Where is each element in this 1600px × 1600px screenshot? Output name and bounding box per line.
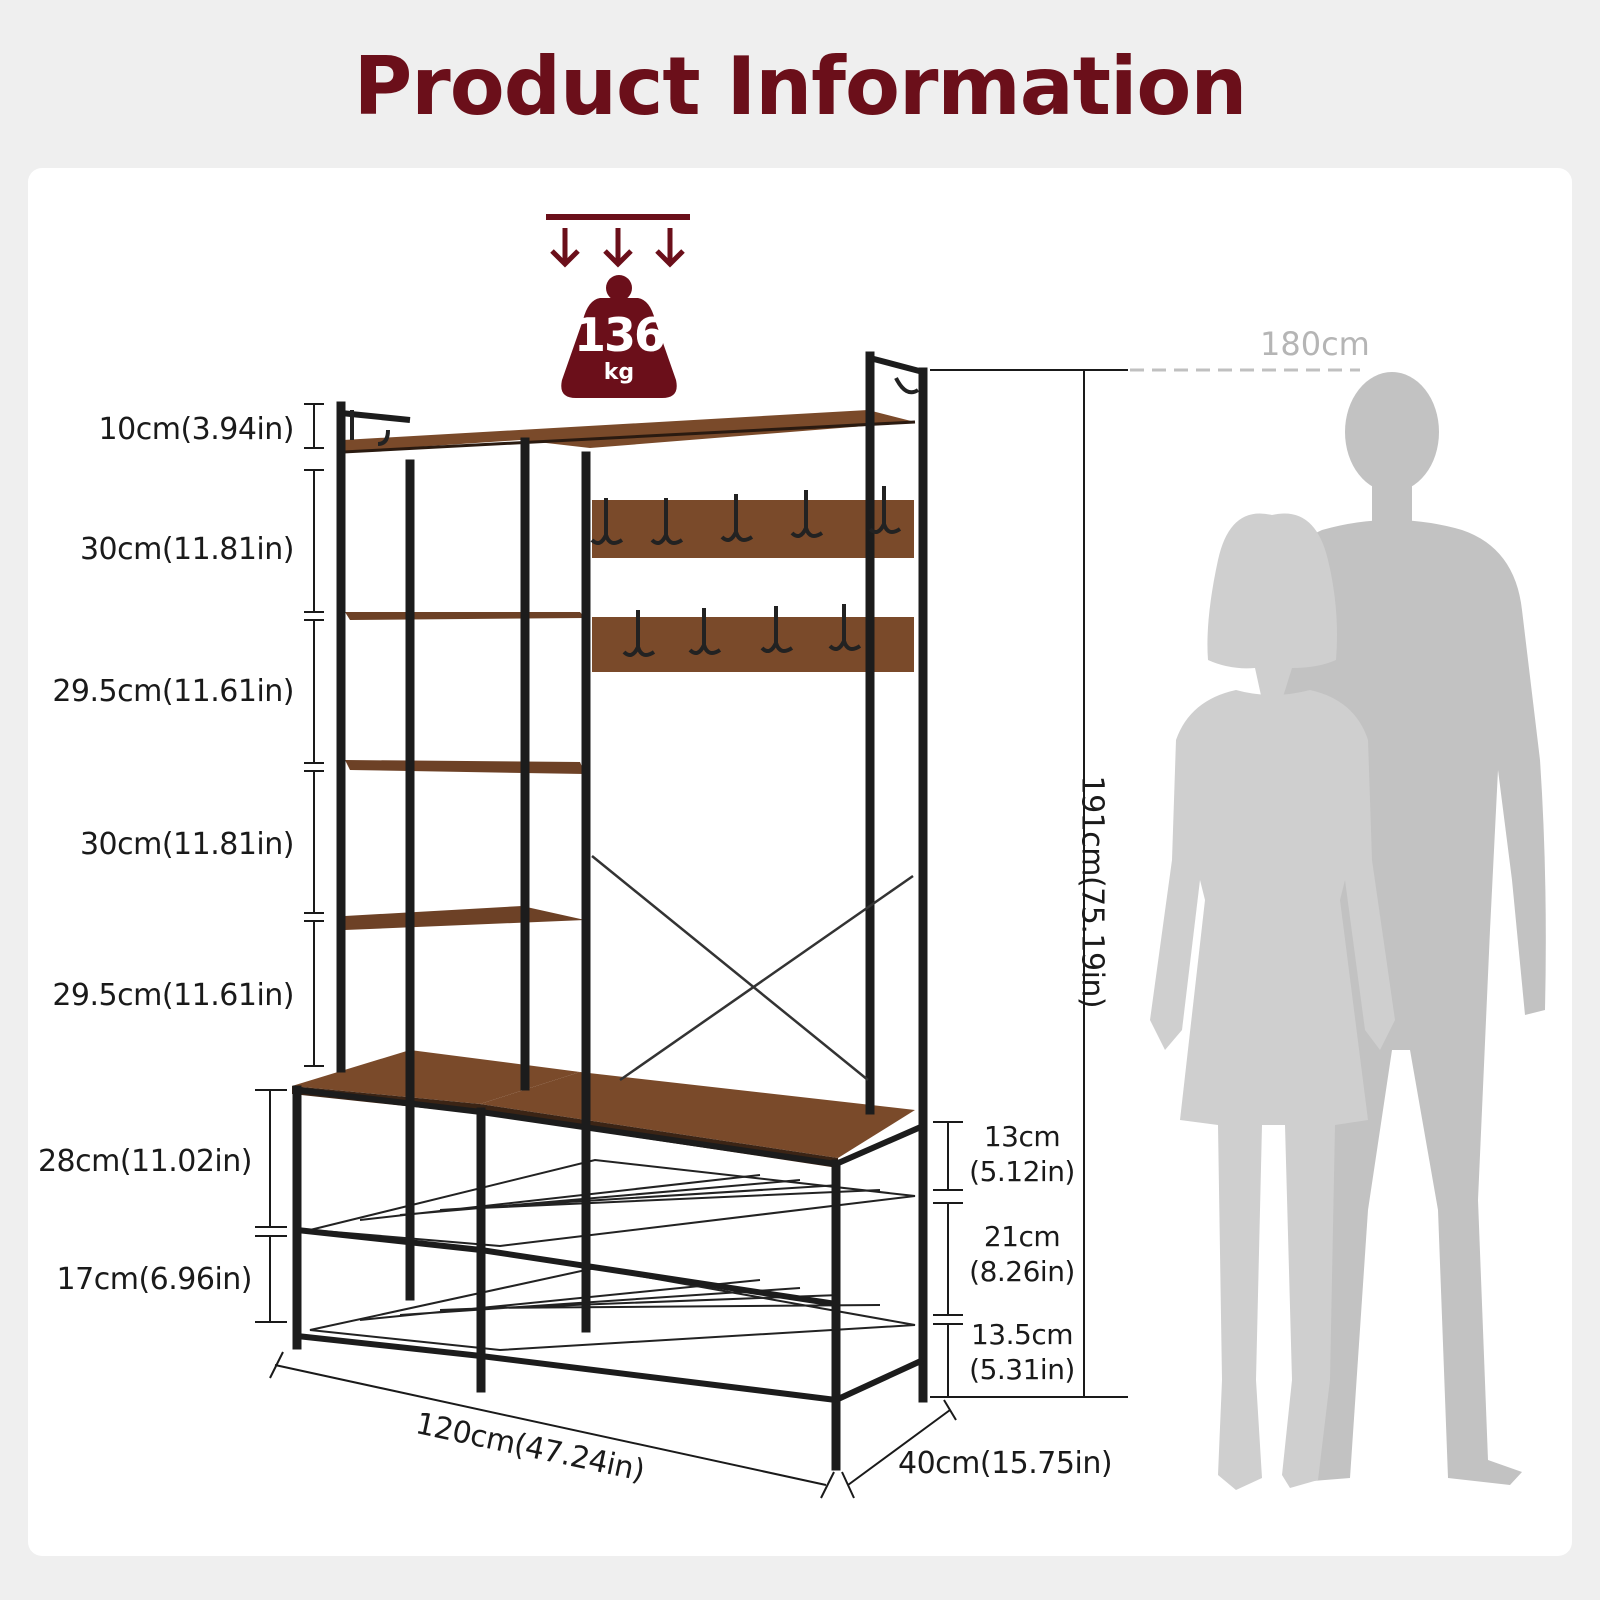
dim-total-height: 191cm(75.19in) — [1074, 775, 1110, 1009]
dim-top-gap: 10cm(3.94in) — [98, 412, 295, 447]
dim-bench-height: 28cm(11.02in) — [37, 1144, 253, 1179]
hall-tree-furniture — [292, 351, 928, 1471]
load-capacity-unit: kg — [603, 360, 635, 385]
dim-bottom-cm: 13.5cm — [970, 1318, 1074, 1351]
dim-shelf-3: 30cm(11.81in) — [79, 827, 295, 862]
shoe-rack-lower — [309, 1266, 916, 1352]
dim-shelf-4: 29.5cm(11.61in) — [52, 978, 294, 1013]
dim-bench-top-in: (5.12in) — [969, 1155, 1075, 1188]
hook-board-lower — [592, 617, 914, 672]
frame-rails — [296, 355, 925, 1403]
dimension-lines — [255, 369, 1128, 1499]
down-arrow-icon — [550, 228, 685, 268]
reference-height-label: 180cm — [1260, 325, 1370, 363]
dim-bottom-in: (5.31in) — [969, 1353, 1075, 1386]
page-title: Product Information — [353, 40, 1248, 133]
tower-shelf-3 — [345, 906, 585, 930]
bench-left — [292, 1050, 580, 1104]
shoe-rack-upper — [309, 1158, 916, 1248]
dim-shoe-rack-cm: 21cm — [983, 1220, 1061, 1253]
dim-lower-shelf: 17cm(6.96in) — [56, 1262, 253, 1297]
woman-silhouette — [1150, 513, 1395, 1490]
hook-board-upper — [592, 500, 914, 558]
dim-bench-top-cm: 13cm — [983, 1120, 1061, 1153]
dim-shelf-2: 29.5cm(11.61in) — [52, 674, 294, 709]
load-capacity-value: 136 — [573, 308, 666, 362]
cross-brace — [591, 855, 914, 1082]
dim-shelf-1: 30cm(11.81in) — [79, 532, 295, 567]
dim-depth: 40cm(15.75in) — [898, 1446, 1113, 1481]
tower-shelf-2 — [345, 760, 585, 774]
top-shelf — [343, 410, 915, 452]
coat-hook-icon — [350, 377, 920, 658]
dim-shoe-rack-in: (8.26in) — [969, 1255, 1075, 1288]
tower-shelf-1 — [345, 612, 585, 620]
weight-icon — [546, 214, 690, 398]
